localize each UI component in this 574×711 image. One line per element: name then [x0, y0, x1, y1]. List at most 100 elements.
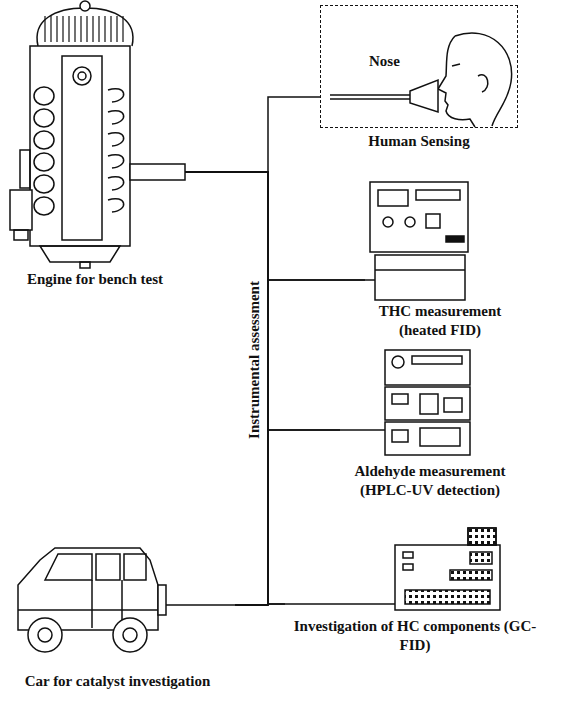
thc-analyser — [365, 182, 468, 300]
thc-analyser — [375, 269, 465, 271]
hplc-analyser — [385, 350, 470, 385]
engine-drawing — [108, 133, 124, 146]
engine-node: Engine for bench test — [5, 0, 185, 289]
car-drawing — [18, 548, 235, 652]
gc-analyser — [403, 564, 413, 570]
nose-tube — [330, 80, 438, 112]
engine-drawing — [80, 1, 90, 11]
thc-analyser — [370, 182, 468, 252]
hplc-analyser — [392, 394, 408, 404]
car-drawing — [113, 618, 147, 652]
engine-drawing — [40, 246, 120, 262]
engine-drawing — [34, 109, 54, 127]
thc-analyser — [416, 190, 460, 200]
car-drawing — [28, 618, 62, 652]
connector-line — [235, 430, 340, 605]
car-node: Car for catalyst investigation — [0, 535, 235, 691]
node-caption: Aldehyde measurement (HPLC-UV detection) — [340, 462, 520, 500]
car-drawing — [166, 604, 235, 606]
engine-drawing — [108, 199, 124, 212]
connector-line — [235, 280, 365, 605]
nose-tube — [330, 98, 410, 100]
engine-drawing — [37, 8, 133, 46]
connector-line — [185, 172, 340, 430]
human-sensing-box: NoseHuman Sensing — [320, 5, 518, 128]
hplc-analyser — [385, 422, 470, 455]
connector-line — [185, 172, 285, 604]
car-drawing — [45, 554, 92, 580]
car-drawing — [18, 548, 158, 630]
engine-drawing — [73, 67, 91, 85]
thc-analyser — [405, 217, 415, 227]
face-profile — [452, 64, 460, 66]
aldehyde-node: Aldehyde measurement (HPLC-UV detection) — [340, 345, 520, 500]
hplc-analyser — [340, 429, 385, 431]
engine-drawing — [34, 175, 54, 193]
connector-line — [185, 172, 365, 280]
hplc-analyser — [444, 398, 462, 412]
gc-analyser — [468, 528, 496, 545]
engine-drawing — [34, 197, 54, 215]
thc-node: THC measurement (heated FID) — [365, 178, 515, 340]
hplc-analyser — [392, 430, 408, 442]
engine-drawing — [78, 72, 86, 80]
engine-drawing — [34, 131, 54, 149]
gc-analyser — [285, 528, 500, 610]
engine-drawing — [80, 262, 90, 268]
axis-label: Instrumental assessment — [245, 281, 263, 439]
car-drawing — [158, 585, 166, 615]
thc-analyser — [383, 217, 393, 227]
car-drawing — [91, 580, 93, 628]
engine-drawing — [62, 56, 102, 240]
gc-node: Investigation of HC components (GC-FID) — [285, 525, 545, 655]
thc-analyser — [365, 279, 375, 281]
face-profile — [438, 33, 512, 127]
engine-drawing — [34, 153, 54, 171]
gc-analyser — [468, 528, 496, 545]
face-profile — [438, 36, 475, 127]
hplc-analyser — [392, 356, 404, 368]
engine-drawing — [34, 87, 54, 105]
node-caption: Human Sensing — [321, 132, 517, 150]
node-caption: Investigation of HC components (GC-FID) — [285, 617, 545, 655]
face-profile — [478, 75, 488, 92]
thc-analyser — [378, 190, 408, 206]
engine-drawing — [14, 230, 28, 240]
nose-tube — [330, 94, 410, 96]
car-drawing — [123, 628, 137, 642]
nose-tube — [410, 80, 438, 112]
gc-analyser — [285, 603, 395, 605]
hplc-analyser — [340, 350, 470, 455]
gc-analyser — [403, 552, 413, 558]
hplc-analyser — [385, 387, 470, 420]
engine-drawing — [30, 46, 130, 246]
hplc-analyser — [420, 428, 460, 446]
connector-line — [185, 97, 320, 172]
connector-line — [235, 604, 285, 605]
engine-drawing — [108, 111, 124, 124]
engine-drawing — [108, 177, 124, 190]
face-profile — [455, 33, 512, 126]
hplc-analyser — [412, 356, 462, 364]
engine-drawing — [20, 150, 30, 188]
node-caption: THC measurement (heated FID) — [365, 302, 515, 340]
engine-drawing — [10, 1, 185, 268]
car-drawing — [18, 609, 158, 611]
thc-analyser — [375, 255, 465, 300]
engine-drawing — [108, 89, 124, 102]
hplc-analyser — [420, 394, 438, 414]
gc-analyser — [405, 590, 490, 604]
engine-drawing — [130, 164, 185, 180]
car-drawing — [124, 554, 146, 580]
gc-analyser — [470, 552, 492, 564]
gc-analyser — [395, 545, 500, 610]
node-caption: Car for catalyst investigation — [0, 672, 235, 691]
node-caption: Engine for bench test — [5, 270, 185, 289]
thc-analyser — [446, 236, 464, 242]
gc-analyser — [450, 570, 492, 580]
car-drawing — [96, 554, 120, 580]
engine-drawing — [10, 190, 32, 230]
